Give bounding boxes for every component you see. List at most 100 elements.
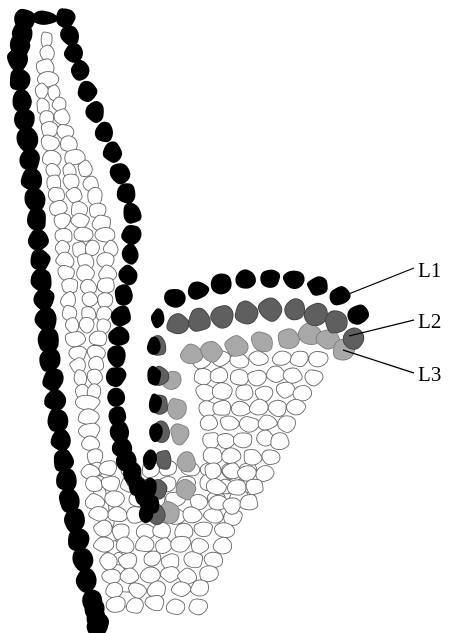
l1-cell xyxy=(236,270,256,288)
inner-cell xyxy=(184,552,203,568)
l1-cell xyxy=(48,409,68,432)
l1-cell xyxy=(76,568,96,593)
l1-leader-line xyxy=(341,268,414,297)
l1-cell xyxy=(32,11,58,24)
l2-cell xyxy=(326,311,348,333)
inner-cell xyxy=(271,433,289,450)
l2-cell xyxy=(189,308,211,331)
inner-cell xyxy=(171,536,191,552)
inner-cell xyxy=(58,265,74,280)
l1-cell xyxy=(103,142,122,163)
l1-cell xyxy=(211,274,231,294)
inner-cell xyxy=(88,187,102,205)
inner-cell xyxy=(237,466,256,481)
inner-cell xyxy=(160,567,180,583)
inner-cell xyxy=(290,351,308,366)
inner-cell xyxy=(222,448,241,464)
l1-cell xyxy=(28,229,48,250)
inner-cell xyxy=(94,520,113,537)
inner-cell xyxy=(205,463,221,480)
l1-cell xyxy=(164,289,185,307)
inner-cell xyxy=(248,370,267,386)
inner-cell xyxy=(203,448,222,464)
inner-cell xyxy=(54,109,70,125)
inner-cell xyxy=(217,433,235,448)
l1-cell xyxy=(109,327,129,346)
inner-cell xyxy=(102,569,121,584)
inner-cell xyxy=(82,436,100,450)
inner-cell xyxy=(250,399,269,415)
l1-cell xyxy=(115,285,132,306)
inner-cell xyxy=(293,386,312,401)
l3-label: L3 xyxy=(418,362,441,386)
inner-cell xyxy=(283,368,302,383)
inner-cell xyxy=(272,351,291,365)
l1-cell xyxy=(106,368,126,387)
l1-cell xyxy=(283,271,304,289)
l1-cell xyxy=(188,282,209,299)
inner-cell xyxy=(231,370,249,386)
inner-cell xyxy=(240,495,258,510)
inner-cell xyxy=(249,351,268,365)
l1-cell xyxy=(60,26,78,45)
inner-cell xyxy=(85,240,99,255)
inner-cell xyxy=(74,227,93,241)
inner-cell xyxy=(106,596,125,612)
l1-cell xyxy=(64,43,82,62)
inner-cell xyxy=(145,595,164,610)
inner-cell xyxy=(89,331,107,346)
l2-cell xyxy=(304,303,327,326)
inner-cell xyxy=(65,332,85,347)
inner-cell xyxy=(212,383,232,400)
l1-cell xyxy=(73,548,93,572)
l1-cell xyxy=(31,249,50,271)
inner-cell xyxy=(194,369,212,385)
l1-cell xyxy=(78,81,97,101)
inner-cell xyxy=(268,400,286,416)
inner-cell xyxy=(213,537,231,554)
l1-cell xyxy=(27,208,45,231)
inner-cell xyxy=(116,537,134,553)
inner-cell xyxy=(106,582,123,597)
inner-cell xyxy=(305,370,323,386)
inner-cell xyxy=(98,293,113,308)
inner-cell xyxy=(244,449,262,465)
l1-cell xyxy=(144,478,157,497)
l1-cell xyxy=(117,184,135,204)
l3-cell xyxy=(167,399,186,420)
l1-cell xyxy=(57,469,77,491)
l3-cell xyxy=(251,332,272,352)
l1-cell xyxy=(10,69,30,91)
l1-cell xyxy=(31,269,51,292)
l1-cell xyxy=(119,265,137,285)
l1-cell xyxy=(111,306,130,326)
inner-cell xyxy=(171,582,190,597)
inner-cell xyxy=(71,213,89,228)
inner-cell xyxy=(210,367,227,382)
l2-cell xyxy=(167,314,189,334)
inner-cell xyxy=(236,385,253,400)
l2-cell xyxy=(235,301,258,324)
l1-cell xyxy=(348,305,369,324)
l1-cell xyxy=(108,388,125,406)
inner-cell xyxy=(189,599,208,615)
l1-cell xyxy=(124,203,141,223)
inner-cell xyxy=(258,415,277,430)
inner-cell xyxy=(166,599,184,614)
l3-cell xyxy=(171,424,189,445)
inner-cell xyxy=(54,213,70,229)
l1-cell xyxy=(108,346,126,367)
inner-cell xyxy=(79,317,94,333)
l1-cell xyxy=(68,529,89,551)
l1-cell xyxy=(122,225,142,244)
inner-cell xyxy=(233,433,252,448)
inner-cell xyxy=(220,416,239,430)
inner-cell xyxy=(41,122,57,138)
l1-cell xyxy=(71,60,89,80)
l1-cell xyxy=(51,429,70,451)
l1-cell xyxy=(45,389,66,410)
inner-cell xyxy=(203,433,219,449)
inner-cell xyxy=(309,351,328,366)
l1-cell xyxy=(56,9,75,28)
